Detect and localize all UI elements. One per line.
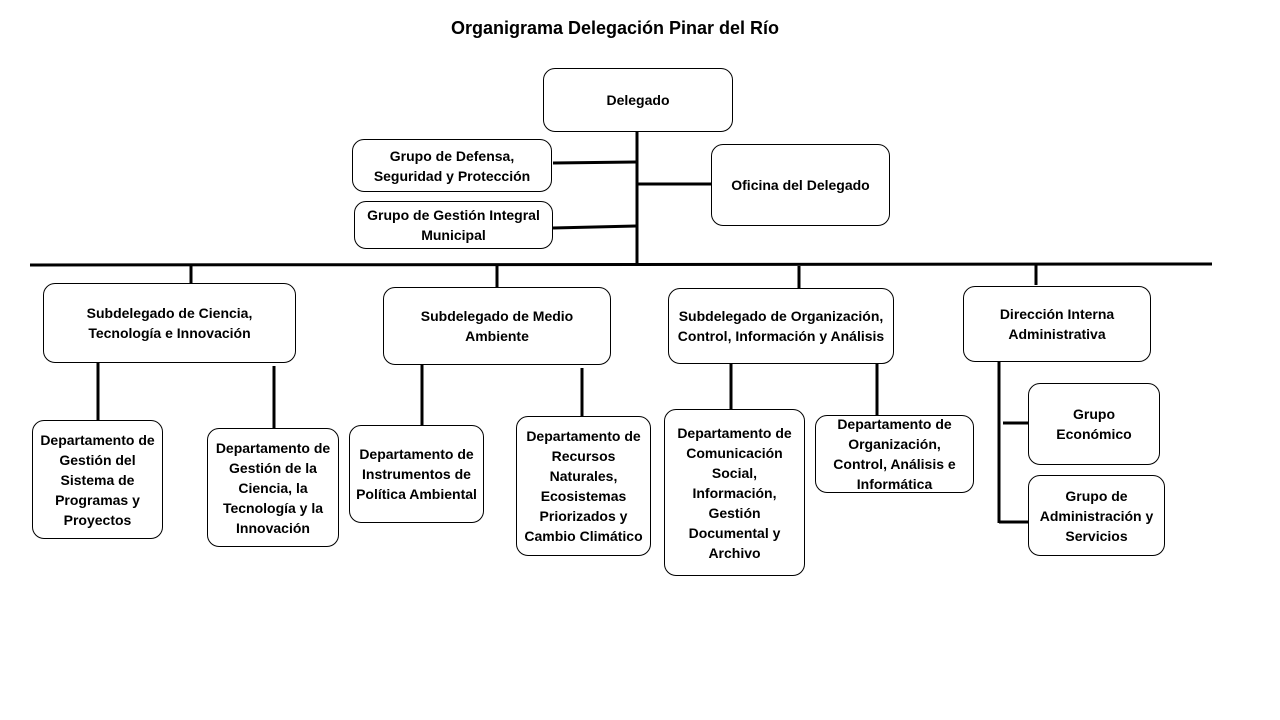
box-label: Subdelegado de Medio Ambiente xyxy=(420,308,574,344)
box-label: Departamento de Comunicación Social, Inf… xyxy=(677,424,792,561)
box-depto-politica-ambiental: Departamento de Instrumentos de Política… xyxy=(349,425,484,523)
box-label: Departamento de Instrumentos de Política… xyxy=(356,446,477,502)
box-label: Departamento de Organización, Control, A… xyxy=(833,416,956,492)
box-label: Departamento de Gestión de la Ciencia, l… xyxy=(215,439,331,536)
box-label: Delegado xyxy=(606,92,670,108)
box-delegado: Delegado xyxy=(543,68,733,132)
box-depto-organizacion-informatica: Departamento de Organización, Control, A… xyxy=(815,415,974,493)
connector xyxy=(29,262,1213,267)
box-depto-programas-proyectos: Departamento de Gestión del Sistema de P… xyxy=(32,420,163,539)
box-label: Grupo Económico xyxy=(1056,406,1132,442)
box-oficina-delegado: Oficina del Delegado xyxy=(711,144,890,226)
box-label: Dirección Interna Administrativa xyxy=(999,306,1115,342)
box-subdelegado-organizacion: Subdelegado de Organización, Control, In… xyxy=(668,288,894,364)
box-direccion-interna: Dirección Interna Administrativa xyxy=(963,286,1151,362)
box-grupo-gestion: Grupo de Gestión Integral Municipal xyxy=(354,201,553,249)
chart-title: Organigrama Delegación Pinar del Río xyxy=(450,18,780,38)
box-label: Grupo de Defensa, Seguridad y Protección xyxy=(373,147,531,184)
box-depto-recursos-naturales: Departamento de Recursos Naturales, Ecos… xyxy=(516,416,651,556)
box-subdelegado-ciencia: Subdelegado de Ciencia, Tecnología e Inn… xyxy=(43,283,296,363)
box-grupo-defensa: Grupo de Defensa, Seguridad y Protección xyxy=(352,139,552,192)
box-label: Departamento de Recursos Naturales, Ecos… xyxy=(524,428,643,544)
box-subdelegado-medio-ambiente: Subdelegado de Medio Ambiente xyxy=(383,287,611,365)
box-label: Oficina del Delegado xyxy=(731,177,870,193)
connector xyxy=(552,160,638,165)
box-grupo-administracion: Grupo de Administración y Servicios xyxy=(1028,475,1165,556)
box-label: Departamento de Gestión del Sistema de P… xyxy=(40,431,155,528)
box-label: Grupo de Gestión Integral Municipal xyxy=(367,207,540,243)
box-depto-gestion-ciencia: Departamento de Gestión de la Ciencia, l… xyxy=(207,428,339,547)
box-label: Subdelegado de Ciencia, Tecnología e Inn… xyxy=(86,305,253,341)
box-label: Subdelegado de Organización, Control, In… xyxy=(677,308,885,344)
connector xyxy=(552,224,638,230)
box-depto-comunicacion-social: Departamento de Comunicación Social, Inf… xyxy=(664,409,805,576)
box-label: Grupo de Administración y Servicios xyxy=(1039,487,1154,544)
box-grupo-economico: Grupo Económico xyxy=(1028,383,1160,465)
